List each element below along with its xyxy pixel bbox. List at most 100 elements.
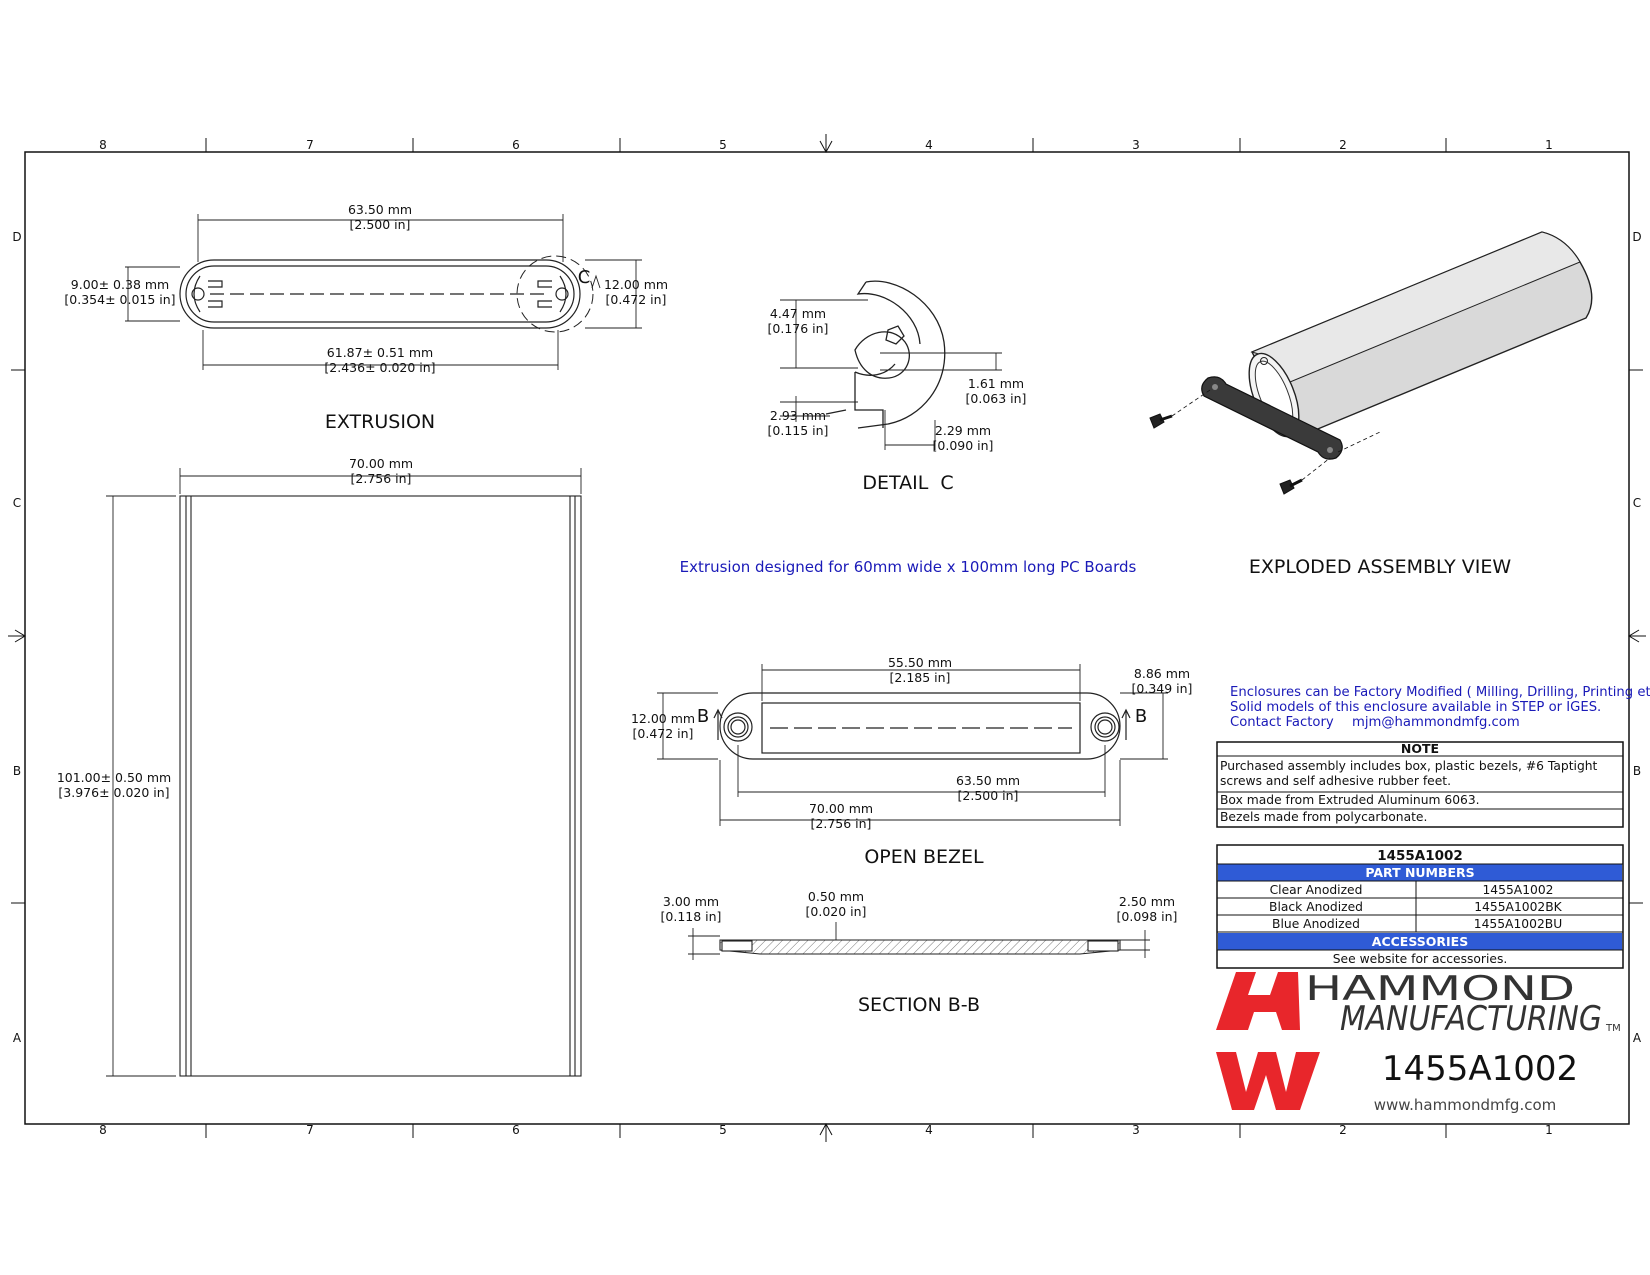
part-row-finish: Black Anodized: [1269, 900, 1363, 914]
zone-col-3-bottom: 3: [1132, 1123, 1140, 1137]
extrusion-inner-in: [2.436± 0.020 in]: [324, 360, 435, 375]
extrusion-title: EXTRUSION: [325, 411, 435, 433]
part-row-finish: Clear Anodized: [1270, 883, 1363, 897]
part-number-table: 1455A1002 PART NUMBERS Clear Anodized 14…: [1216, 844, 1624, 969]
zone-col-4-bottom: 4: [925, 1123, 933, 1137]
factory-line-1: Enclosures can be Factory Modified ( Mil…: [1230, 685, 1650, 700]
accessories-band: [1218, 933, 1622, 950]
bezel-hole-mm: 8.86 mm: [1134, 666, 1190, 681]
detail-c-d3-mm: 2.93 mm: [770, 408, 826, 423]
zone-col-8-bottom: 8: [99, 1123, 107, 1137]
extrusion-inner-mm: 61.87± 0.51 mm: [327, 345, 433, 360]
zone-row-d: D: [12, 230, 21, 244]
enclosure-body: [1248, 231, 1593, 439]
section-b-marker-right: B: [1135, 706, 1147, 727]
open-bezel-dimension-lines: [657, 664, 1168, 826]
extrusion-slot-mm: 9.00± 0.38 mm: [71, 277, 169, 292]
section-b-marker-left: B: [697, 706, 709, 727]
part-numbers-header: PART NUMBERS: [1365, 865, 1474, 880]
extrusion-width-mm: 63.50 mm: [348, 202, 412, 217]
zone-col-2: 2: [1339, 138, 1347, 152]
part-numbers-band: [1218, 864, 1622, 881]
detail-c-view: 4.47 mm [0.176 in] 1.61 mm [0.063 in] 2.…: [768, 280, 1026, 494]
zone-col-8: 8: [99, 138, 107, 152]
open-bezel-title: OPEN BEZEL: [864, 846, 984, 868]
zone-col-7: 7: [306, 138, 314, 152]
zone-col-2-bottom: 2: [1339, 1123, 1347, 1137]
part-row-finish: Blue Anodized: [1272, 917, 1360, 931]
zone-col-4: 4: [925, 138, 933, 152]
section-t2-in: [0.020 in]: [806, 904, 867, 919]
part-row-number: 1455A1002BK: [1474, 900, 1562, 914]
extrusion-width-in: [2.500 in]: [350, 217, 411, 232]
detail-c-d1-mm: 4.47 mm: [770, 306, 826, 321]
extrusion-height-mm: 12.00 mm: [604, 277, 668, 292]
detail-c-title: DETAIL C: [862, 472, 953, 494]
zone-col-5-bottom: 5: [719, 1123, 727, 1137]
zone-col-7-bottom: 7: [306, 1123, 314, 1137]
exploded-assembly-view: EXPLODED ASSEMBLY VIEW: [1149, 231, 1593, 578]
zone-row-d-right: D: [1632, 230, 1641, 244]
side-length-in: [3.976± 0.020 in]: [58, 785, 169, 800]
section-t3-in: [0.098 in]: [1117, 909, 1178, 924]
website-link[interactable]: www.hammondmfg.com: [1374, 1096, 1557, 1114]
zone-row-b-right: B: [1633, 764, 1641, 778]
section-t1-mm: 3.00 mm: [663, 894, 719, 909]
part-row-number: 1455A1002: [1482, 883, 1553, 897]
open-bezel-view: 55.50 mm [2.185 in] 8.86 mm [0.349 in] 1…: [631, 655, 1193, 868]
side-length-mm: 101.00± 0.50 mm: [57, 770, 171, 785]
section-bb-dimension-lines: [688, 922, 1150, 960]
open-bezel-outline: [713, 692, 1131, 760]
detail-c-d4-in: [0.090 in]: [933, 438, 994, 453]
hammond-h-mark: [1216, 972, 1320, 1110]
section-t1-in: [0.118 in]: [661, 909, 722, 924]
zone-col-3: 3: [1132, 138, 1140, 152]
bezel-hole-in: [0.349 in]: [1132, 681, 1193, 696]
section-t3-mm: 2.50 mm: [1119, 894, 1175, 909]
detail-c-dimension-lines: [780, 299, 1002, 450]
side-view: 70.00 mm [2.756 in] 101.00± 0.50 mm [3.9…: [57, 456, 582, 1077]
factory-email-link[interactable]: mjm@hammondmfg.com: [1352, 715, 1520, 730]
brand-tm: TM: [1605, 1023, 1621, 1034]
zone-row-a-right: A: [1633, 1031, 1642, 1045]
zone-row-a: A: [13, 1031, 22, 1045]
zone-col-1-bottom: 1: [1545, 1123, 1553, 1137]
detail-c-profile: [825, 280, 946, 429]
bezel-width-in: [2.756 in]: [811, 816, 872, 831]
extrusion-profile: [179, 255, 594, 333]
pcb-note: Extrusion designed for 60mm wide x 100mm…: [680, 558, 1137, 576]
brand-line-2: MANUFACTURING: [1340, 999, 1602, 1039]
bezel-window-mm: 55.50 mm: [888, 655, 952, 670]
note-row-1a: Purchased assembly includes box, plastic…: [1220, 759, 1598, 773]
zone-col-6: 6: [512, 138, 520, 152]
side-view-outline: [179, 495, 582, 1077]
factory-contact-label: Contact Factory: [1230, 715, 1334, 730]
logo-part-number: 1455A1002: [1382, 1049, 1578, 1089]
bezel-pitch-mm: 63.50 mm: [956, 773, 1020, 788]
bezel-window-in: [2.185 in]: [890, 670, 951, 685]
bezel-height-mm: 12.00 mm: [631, 711, 695, 726]
side-width-in: [2.756 in]: [351, 471, 412, 486]
side-width-mm: 70.00 mm: [349, 456, 413, 471]
accessories-header: ACCESSORIES: [1372, 934, 1468, 949]
factory-notes: Enclosures can be Factory Modified ( Mil…: [1230, 685, 1650, 730]
section-t2-mm: 0.50 mm: [808, 889, 864, 904]
note-row-1b: screws and self adhesive rubber feet.: [1220, 774, 1451, 788]
side-view-dimension-lines: [106, 468, 582, 1077]
hammond-logo: HAMMOND MANUFACTURING TM 1455A1002 www.h…: [1216, 969, 1621, 1114]
sheet-border: 8 7 6 5 4 3 2 1 8 7 6 5 4 3 2 1 D C B A …: [8, 134, 1646, 1142]
factory-line-2: Solid models of this enclosure available…: [1230, 700, 1601, 715]
zone-row-c-right: C: [1633, 496, 1641, 510]
note-row-3: Bezels made from polycarbonate.: [1220, 810, 1427, 824]
section-bb-view: 3.00 mm [0.118 in] 0.50 mm [0.020 in] 2.…: [661, 889, 1178, 1016]
brand-line-1: HAMMOND: [1305, 969, 1575, 1009]
note-row-2: Box made from Extruded Aluminum 6063.: [1220, 793, 1480, 807]
section-bb-profile: [719, 939, 1121, 955]
note-table: NOTE Purchased assembly includes box, pl…: [1216, 741, 1624, 828]
detail-c-d2-mm: 1.61 mm: [968, 376, 1024, 391]
note-header: NOTE: [1401, 741, 1439, 756]
part-table-title: 1455A1002: [1377, 848, 1463, 864]
bezel-width-mm: 70.00 mm: [809, 801, 873, 816]
zone-row-c: C: [13, 496, 21, 510]
